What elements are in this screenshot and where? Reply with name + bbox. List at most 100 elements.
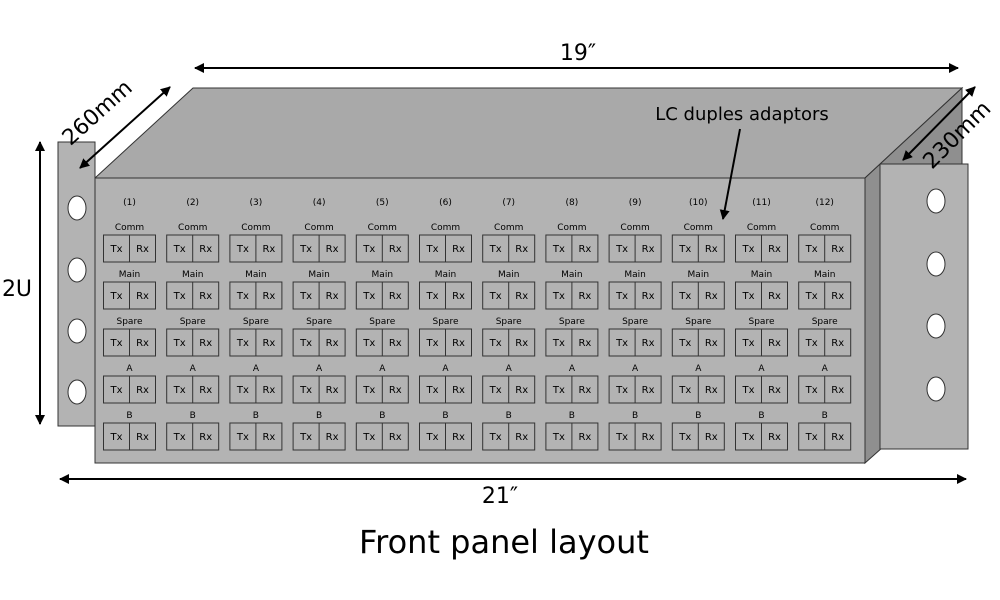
row-label: B [758, 411, 764, 421]
column-label: (10) [689, 198, 707, 208]
row-label: A [506, 364, 513, 374]
port-tx-label: Tx [805, 432, 818, 443]
row-label: Comm [747, 223, 776, 233]
row-label: Main [308, 270, 330, 280]
dimension-height-label: 2U [2, 277, 32, 302]
port-tx-label: Tx [425, 338, 438, 349]
port-rx-label: Rx [452, 244, 465, 255]
port-tx-label: Tx [741, 385, 754, 396]
port-rx-label: Rx [326, 385, 339, 396]
mounting-hole [926, 376, 946, 402]
port-rx-label: Rx [515, 338, 528, 349]
port-tx-label: Tx [362, 338, 375, 349]
port-rx-label: Rx [768, 244, 781, 255]
row-label: Comm [494, 223, 523, 233]
port-rx-label: Rx [452, 291, 465, 302]
callout-label: LC duples adaptors [655, 104, 829, 125]
port-rx-label: Rx [768, 291, 781, 302]
port-rx-label: Rx [199, 244, 212, 255]
row-label: Main [372, 270, 394, 280]
port-rx-label: Rx [831, 291, 844, 302]
port-tx-label: Tx [741, 338, 754, 349]
left-rack-ear [57, 141, 96, 427]
port-rx-label: Rx [515, 291, 528, 302]
row-label: Main [245, 270, 267, 280]
column-label: (3) [250, 198, 263, 208]
port-rx-label: Rx [578, 338, 591, 349]
port-tx-label: Tx [236, 244, 249, 255]
port-tx-label: Tx [109, 244, 122, 255]
row-label: A [758, 364, 765, 374]
port-tx-label: Tx [425, 244, 438, 255]
port-tx-label: Tx [299, 385, 312, 396]
port-rx-label: Rx [136, 432, 149, 443]
port-rx-label: Rx [705, 385, 718, 396]
port-tx-label: Tx [362, 291, 375, 302]
row-label: Spare [749, 317, 775, 327]
mounting-hole [67, 318, 87, 344]
dimension-depth-right-arrow [902, 86, 976, 161]
row-label: A [442, 364, 449, 374]
row-label: A [569, 364, 576, 374]
port-tx-label: Tx [805, 338, 818, 349]
row-label: B [822, 411, 828, 421]
port-rx-label: Rx [136, 244, 149, 255]
port-tx-label: Tx [678, 338, 691, 349]
mounting-holes [67, 188, 946, 405]
port-tx-label: Tx [678, 385, 691, 396]
port-tx-label: Tx [362, 244, 375, 255]
row-label: A [822, 364, 829, 374]
port-rx-label: Rx [705, 291, 718, 302]
port-rx-label: Rx [136, 338, 149, 349]
column-label: (9) [629, 198, 642, 208]
port-rx-label: Rx [642, 291, 655, 302]
port-tx-label: Tx [236, 338, 249, 349]
port-tx-label: Tx [552, 385, 565, 396]
row-label: Spare [496, 317, 522, 327]
port-tx-label: Tx [109, 338, 122, 349]
row-label: Spare [622, 317, 648, 327]
port-tx-label: Tx [236, 385, 249, 396]
row-label: B [126, 411, 132, 421]
column-label: (4) [313, 198, 326, 208]
row-label: A [126, 364, 133, 374]
row-label: B [442, 411, 448, 421]
mounting-hole [926, 251, 946, 277]
port-rx-label: Rx [642, 432, 655, 443]
port-rx-label: Rx [578, 385, 591, 396]
port-rx-label: Rx [831, 338, 844, 349]
port-tx-label: Tx [173, 432, 186, 443]
row-label: Comm [810, 223, 839, 233]
port-rx-label: Rx [452, 338, 465, 349]
port-rx-label: Rx [262, 338, 275, 349]
port-rx-label: Rx [326, 432, 339, 443]
mounting-hole [926, 188, 946, 214]
row-label: Main [814, 270, 836, 280]
row-label: Main [182, 270, 204, 280]
row-label: Comm [115, 223, 144, 233]
port-rx-label: Rx [705, 244, 718, 255]
row-label: Spare [243, 317, 269, 327]
port-tx-label: Tx [362, 385, 375, 396]
port-rx-label: Rx [262, 385, 275, 396]
row-label: Main [688, 270, 710, 280]
row-label: Main [624, 270, 646, 280]
mounting-hole [926, 313, 946, 339]
port-tx-label: Tx [741, 432, 754, 443]
port-tx-label: Tx [552, 338, 565, 349]
port-tx-label: Tx [109, 291, 122, 302]
port-rx-label: Rx [262, 244, 275, 255]
port-tx-label: Tx [109, 385, 122, 396]
port-tx-label: Tx [678, 291, 691, 302]
row-label: A [695, 364, 702, 374]
row-label: A [379, 364, 386, 374]
port-tx-label: Tx [173, 385, 186, 396]
column-label: (1) [123, 198, 136, 208]
dimension-depth-left-arrow [79, 86, 171, 169]
port-tx-label: Tx [615, 385, 628, 396]
port-tx-label: Tx [615, 291, 628, 302]
port-rx-label: Rx [578, 432, 591, 443]
port-tx-label: Tx [489, 338, 502, 349]
mounting-hole [67, 195, 87, 221]
